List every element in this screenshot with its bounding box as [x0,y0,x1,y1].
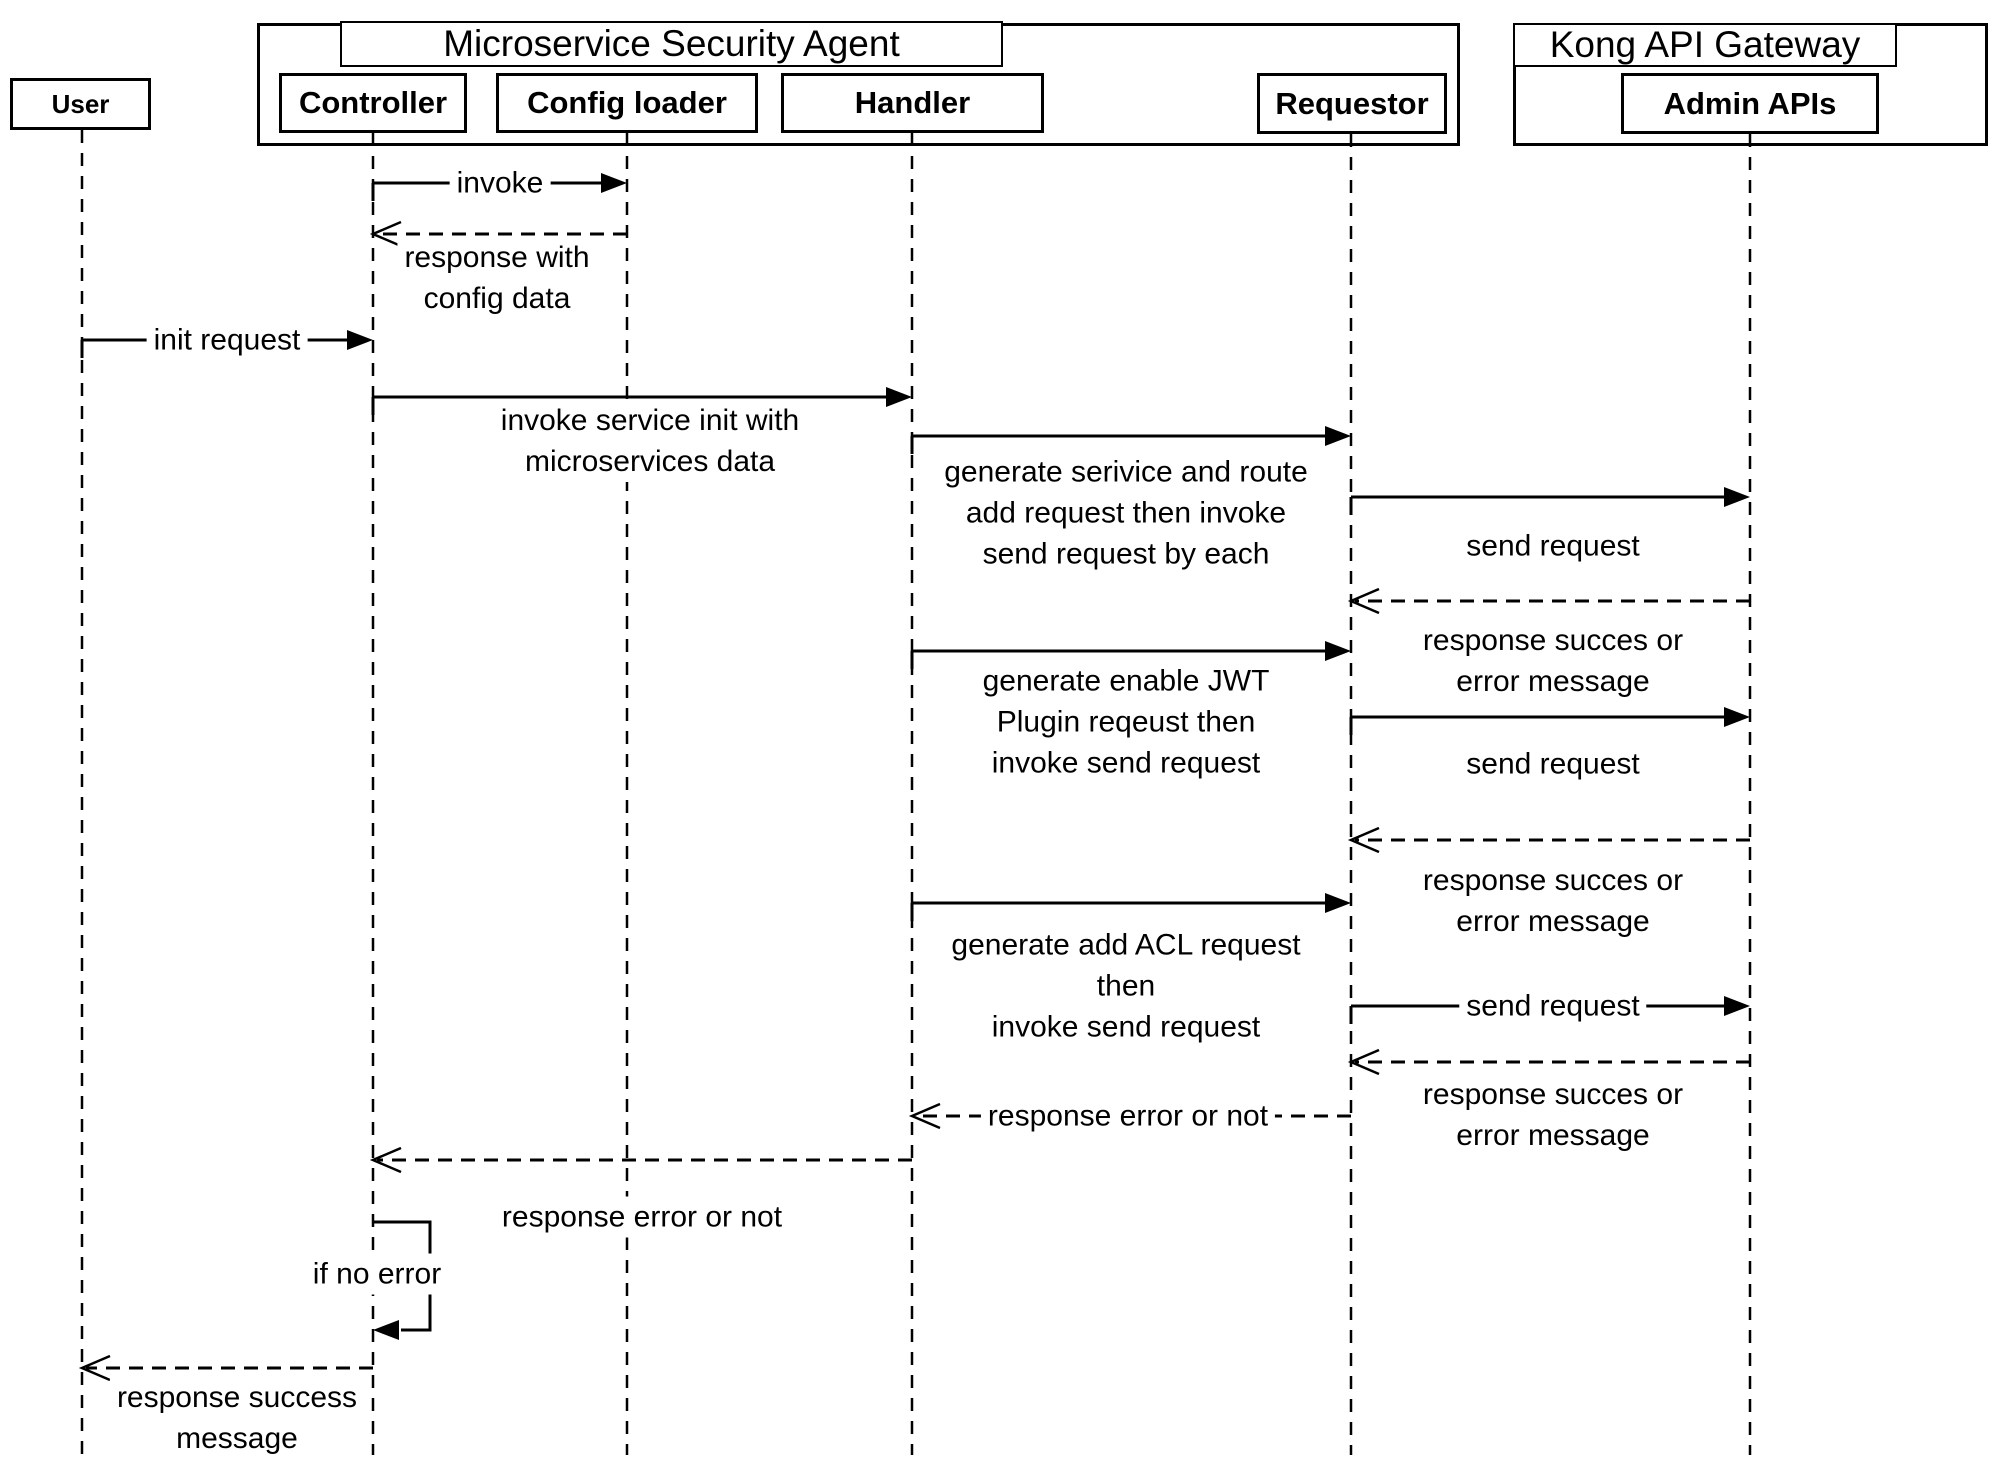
open-arrowhead [78,1354,111,1382]
message-label-service-init: invoke service init with microservices d… [493,400,807,482]
participant-config-loader: Config loader [496,73,758,133]
open-arrowhead [1347,587,1380,615]
message-label-response-2: response succes or error message [1415,860,1691,942]
message-label-if-no-error: if no error [305,1253,449,1295]
message-label-send-request-2: send request [1459,743,1647,785]
participant-requestor: Requestor [1257,73,1447,134]
message-label-response-config: response with config data [397,237,597,319]
participant-user: User [10,78,151,130]
frame-title-kong-api-gateway: Kong API Gateway [1513,23,1897,67]
message-label-response-3: response succes or error message [1415,1074,1691,1156]
message-label-generate-service: generate serivice and route add request … [937,451,1315,575]
message-label-response-error-c: response error or not [494,1196,790,1238]
message-arrow-generate-acl [910,893,1351,921]
open-arrowhead [369,1146,402,1174]
open-arrowhead [1347,1048,1380,1076]
open-arrowhead [1347,826,1380,854]
message-label-init-request: init request [146,319,308,361]
open-arrowhead [908,1102,941,1130]
message-label-response-success: response success message [109,1377,365,1459]
message-label-invoke: invoke [449,162,551,204]
message-label-send-request-1: send request [1459,525,1647,567]
message-label-response-error-h: response error or not [980,1095,1276,1137]
open-arrowhead [369,220,402,248]
message-arrow-generate-service-route [910,426,1351,454]
message-label-generate-jwt: generate enable JWT Plugin reqeust then … [975,660,1277,784]
message-arrow-send-request-1 [1349,487,1750,515]
message-label-response-1: response succes or error message [1415,620,1691,702]
participant-admin-apis: Admin APIs [1621,73,1879,134]
participant-handler: Handler [781,73,1044,133]
participant-controller: Controller [279,73,467,133]
message-arrow-send-request-2 [1349,707,1750,735]
message-arrow-generate-jwt [910,641,1351,669]
message-label-generate-acl: generate add ACL request then invoke sen… [944,924,1308,1048]
message-label-send-request-3: send request [1459,985,1647,1027]
message-arrow-invoke-service-init [371,387,912,415]
frame-title-microservice-security-agent: Microservice Security Agent [340,21,1003,67]
